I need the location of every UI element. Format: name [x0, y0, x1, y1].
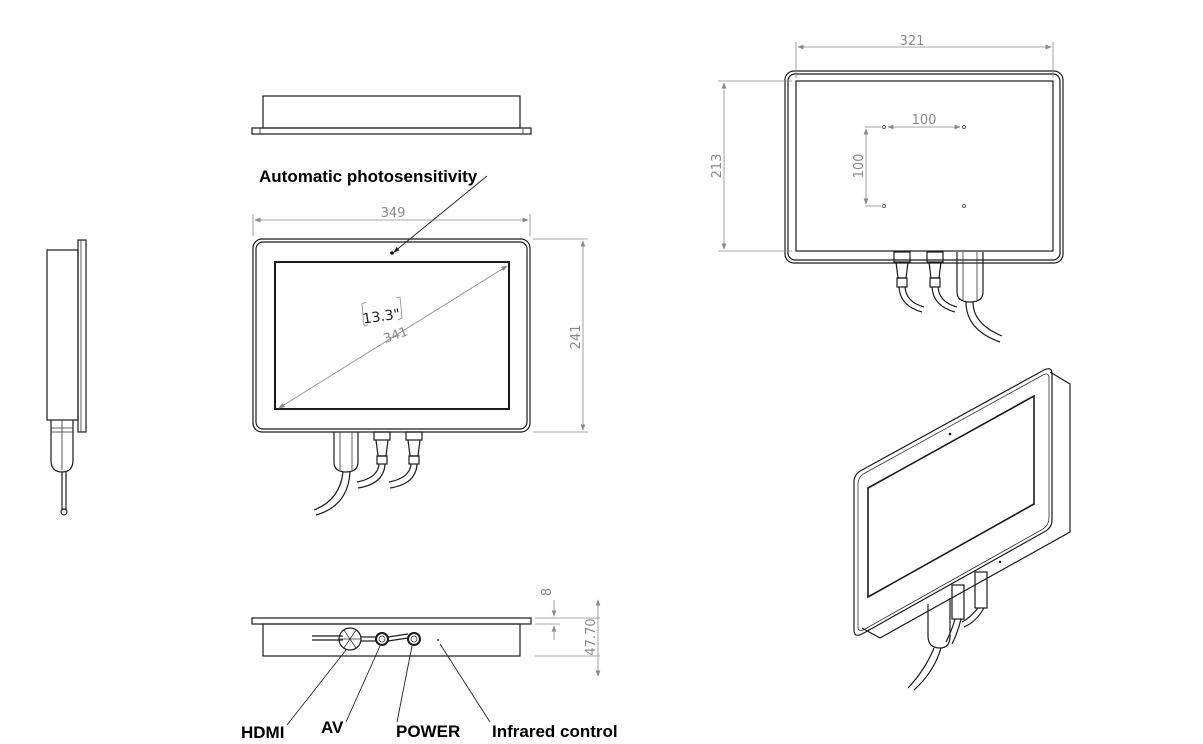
callout-power: POWER: [396, 722, 460, 741]
front-height-dim: 241: [569, 325, 584, 350]
callout-av: AV: [321, 718, 344, 737]
vesa-vertical-dim: 100: [852, 154, 867, 179]
vesa-horizontal-dim: 100: [912, 113, 937, 128]
callout-infrared: Infrared control: [492, 722, 618, 741]
front-connectors: [313, 431, 423, 516]
callout-photosensitivity: Automatic photosensitivity: [259, 167, 478, 186]
side-view: [46, 239, 87, 516]
front-width-dim: 349: [381, 206, 406, 221]
top-view: [251, 95, 532, 135]
front-view: 349 241 13.3" 341: [252, 206, 588, 516]
callout-hdmi: HDMI: [241, 723, 284, 742]
isometric-view: [853, 368, 1071, 691]
total-depth-dim: 47.70: [584, 618, 599, 655]
screen-diagonal-mm: 341: [382, 324, 410, 347]
bottom-view: 8 47.70: [251, 588, 601, 677]
bezel-thickness-dim: 8: [540, 588, 555, 596]
rear-height-dim: 213: [710, 154, 725, 179]
rear-width-dim: 321: [900, 34, 925, 49]
screen-diagonal-inch: 13.3": [362, 306, 401, 327]
photosensor-dot: [390, 251, 394, 255]
rear-connectors: [893, 251, 1003, 343]
port-callouts: HDMI AV POWER Infrared control: [241, 643, 618, 742]
rear-view: 100 100 321 213: [710, 34, 1064, 343]
